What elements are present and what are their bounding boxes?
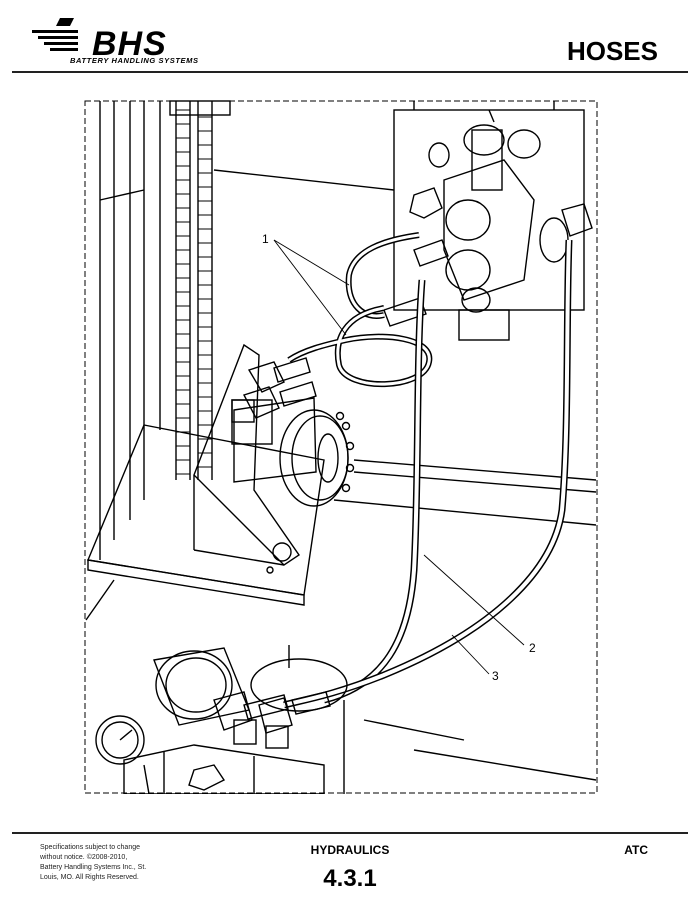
model-code: ATC	[624, 843, 648, 857]
callout-leaders	[273, 239, 525, 675]
valve-block	[393, 101, 593, 341]
copyright-note: Specifications subject to change without…	[40, 844, 147, 881]
pressure-gauge	[95, 715, 145, 765]
drive-chain	[175, 101, 213, 480]
page-title: HOSES	[566, 36, 658, 66]
chain-links	[176, 109, 212, 475]
mounting-plate	[87, 424, 325, 596]
page-number: 4.3.1	[323, 865, 377, 892]
header-rule	[12, 71, 688, 73]
figure-frame	[84, 100, 598, 794]
hose-assembly-illustration: 1 2 3	[84, 100, 598, 794]
hose-2	[323, 279, 426, 704]
logo-speed-lines-icon	[32, 18, 78, 51]
hydraulic-motor	[231, 397, 355, 507]
logo-text: BHS	[92, 25, 167, 63]
pump-assembly	[153, 645, 597, 794]
callout-1: 1	[262, 232, 269, 246]
callout-2: 2	[529, 641, 536, 655]
motor-fittings	[231, 357, 317, 423]
callout-3: 3	[492, 669, 499, 683]
section-name: HYDRAULICS	[310, 843, 390, 857]
hose-1	[287, 232, 433, 388]
footer-rule	[12, 832, 688, 834]
bhs-logo: BHS BATTERY HANDLING SYSTEMS	[30, 14, 210, 66]
logo-subtext: BATTERY HANDLING SYSTEMS	[70, 56, 199, 65]
hose-3	[283, 239, 573, 709]
